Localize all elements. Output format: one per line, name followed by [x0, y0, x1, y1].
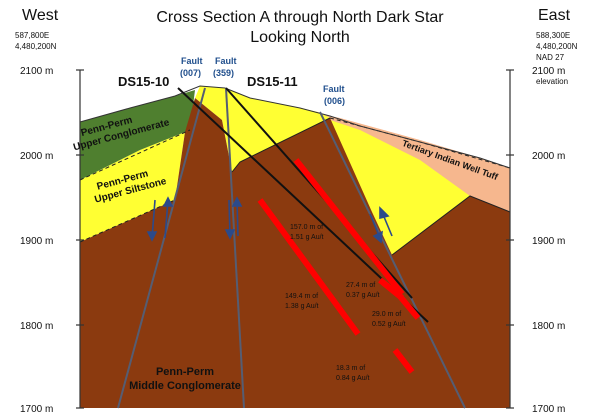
intercept-149m — [257, 198, 361, 336]
east-northing: 4,480,200N — [536, 42, 578, 51]
fault-007-id: (007) — [180, 68, 201, 78]
intercept-27m-grade: 0.37 g Au/t — [346, 292, 380, 299]
elev-left-2000: 2000 m — [20, 151, 53, 162]
drillhole-label-ds15-10: DS15-10 — [118, 74, 169, 89]
intercept-29m-grade: 0.52 g Au/t — [372, 321, 406, 328]
intercept-149m-length: 149.4 m of — [285, 293, 318, 300]
fault-359-line — [225, 87, 245, 409]
geology — [79, 85, 511, 408]
middle-conglomerate-label-2: Middle Conglomerate — [129, 380, 241, 392]
fault-359-id: (359) — [213, 68, 234, 78]
west-label: West — [22, 7, 59, 24]
title-line-1: Cross Section A through North Dark Star — [156, 9, 444, 26]
fault-arrows — [146, 196, 393, 244]
east-label: East — [538, 7, 571, 24]
elev-right-2100: 2100 m — [532, 66, 565, 77]
intercept-18m — [392, 348, 415, 374]
title-line-2: Looking North — [250, 29, 350, 46]
fault-359-label: Fault — [215, 56, 237, 66]
elev-left-1800: 1800 m — [20, 321, 53, 332]
intercept-157m-grade: 1.51 g Au/t — [290, 234, 324, 241]
elev-right-2000: 2000 m — [532, 151, 565, 162]
intercept-29m-length: 29.0 m of — [372, 311, 401, 318]
fault-006-id: (006) — [324, 96, 345, 106]
fault-006-label: Fault — [323, 84, 345, 94]
intercept-29m — [395, 292, 421, 320]
west-easting: 587,800E — [15, 31, 49, 40]
middle-conglomerate-label-1: Penn-Perm — [156, 366, 214, 378]
middle-conglomerate-unit — [80, 98, 510, 408]
intercept-157m-length: 157.0 m of — [290, 224, 323, 231]
right-elevation-scale — [506, 69, 514, 409]
fault-007-label: Fault — [181, 56, 203, 66]
fault-007-line — [117, 87, 206, 409]
intercepts — [257, 158, 421, 374]
upper-siltstone-unit-west — [80, 132, 185, 242]
elev-right-1700: 1700 m — [532, 404, 565, 415]
intercept-149m-grade: 1.38 g Au/t — [285, 303, 319, 310]
faults — [117, 87, 466, 409]
ground-surface — [79, 85, 511, 169]
elev-right-1900: 1900 m — [532, 236, 565, 247]
left-elevation-scale — [76, 69, 84, 409]
intercept-18m-length: 18.3 m of — [336, 365, 365, 372]
fault-006-line — [319, 111, 466, 409]
west-northing: 4,480,200N — [15, 42, 57, 51]
east-easting: 588,300E — [536, 31, 570, 40]
elev-left-1900: 1900 m — [20, 236, 53, 247]
elev-left-1700: 1700 m — [20, 404, 53, 415]
drillhole-label-ds15-11: DS15-11 — [247, 74, 298, 89]
elevation-word: elevation — [536, 77, 568, 86]
intercept-27m-length: 27.4 m of — [346, 282, 375, 289]
east-datum: NAD 27 — [536, 53, 565, 62]
intercept-157m — [293, 158, 405, 296]
elev-left-2100: 2100 m — [20, 66, 53, 77]
intercept-18m-grade: 0.84 g Au/t — [336, 375, 370, 382]
upper-siltstone-unit-east — [330, 120, 470, 255]
elev-right-1800: 1800 m — [532, 321, 565, 332]
upper-conglomerate-unit — [80, 90, 195, 180]
